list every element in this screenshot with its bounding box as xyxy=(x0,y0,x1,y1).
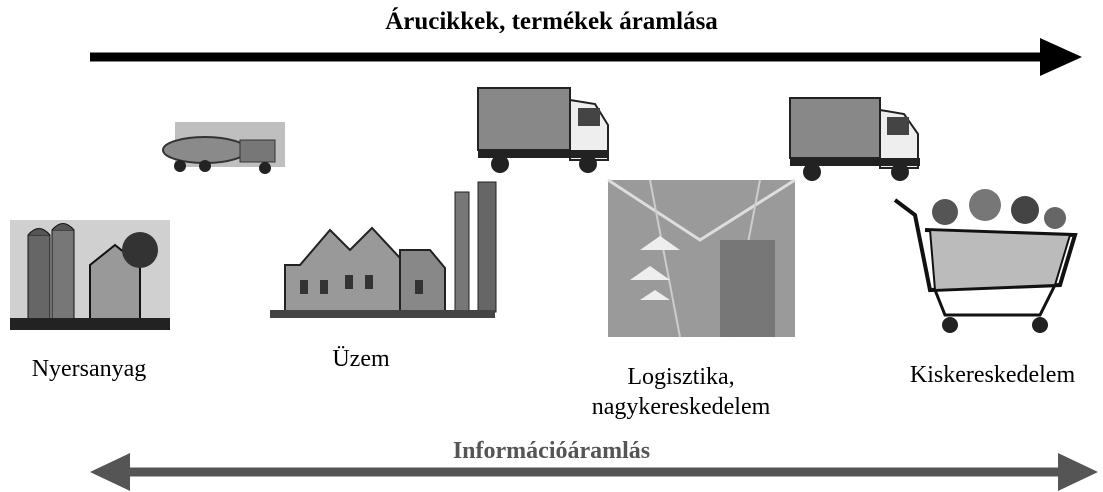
box-truck-icon xyxy=(477,87,609,173)
shopping-cart-icon xyxy=(893,189,1078,333)
stage-label-plant: Üzem xyxy=(332,346,390,372)
tanker-truck-icon xyxy=(162,122,285,174)
stage-label-raw-material: Nyersanyag xyxy=(31,356,147,382)
box-truck-icon-2 xyxy=(789,97,920,181)
goods-flow-title: Árucikkek, termékek áramlása xyxy=(385,8,718,35)
info-flow-arrow xyxy=(90,453,1098,491)
info-flow-title: Információáramlás xyxy=(452,438,651,464)
goods-flow-arrow xyxy=(90,38,1082,76)
farm-icon xyxy=(10,220,170,330)
warehouse-icon xyxy=(607,178,796,338)
stage-label-retail: Kiskereskedelem xyxy=(909,362,1076,388)
factory-icon xyxy=(270,181,497,318)
stage-label-logistics-line1: Logisztika, xyxy=(627,364,735,390)
stage-label-logistics-line2: nagykereskedelem xyxy=(591,394,771,420)
